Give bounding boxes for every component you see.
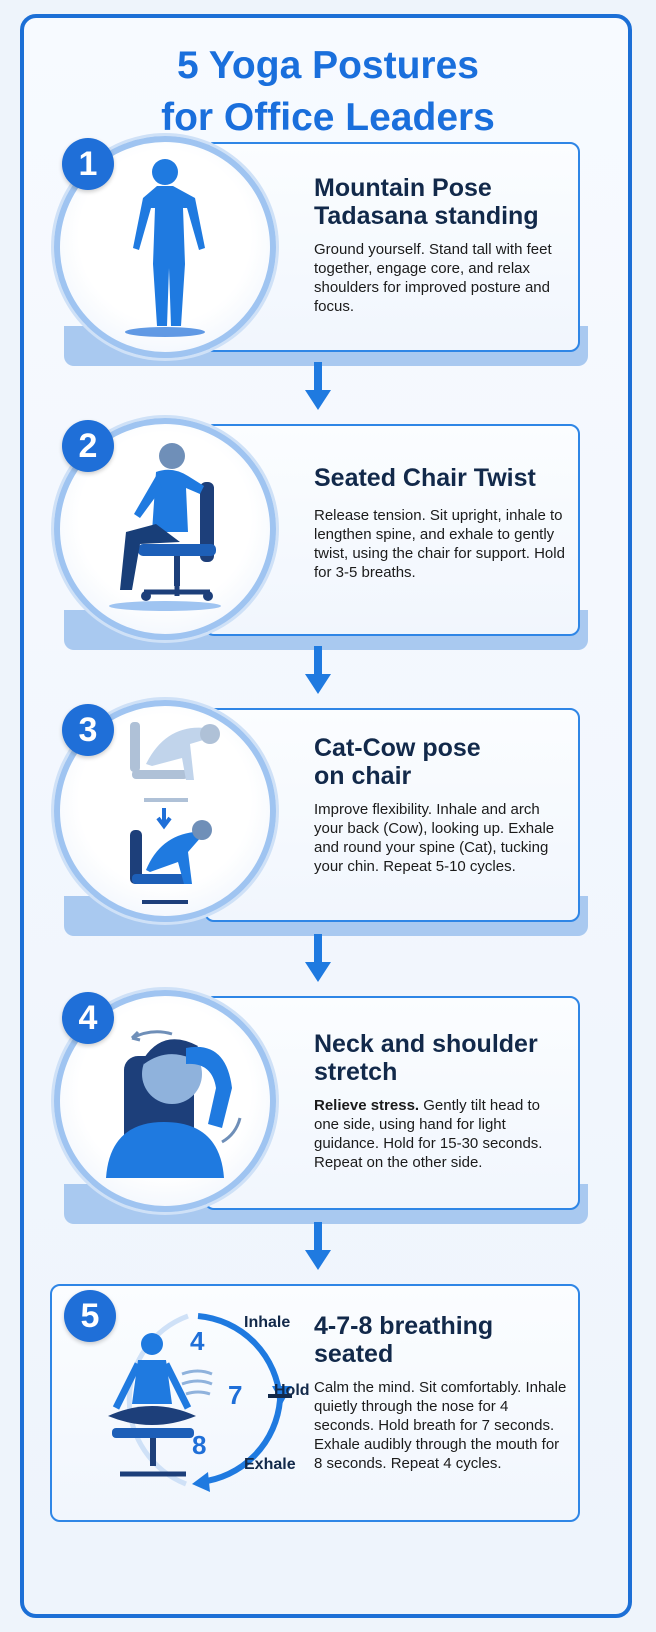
breath-count-8: 8 <box>192 1430 207 1460</box>
step-heading: Seated Chair Twist <box>314 464 566 492</box>
step-number-badge: 2 <box>62 420 114 472</box>
description-bold: Relieve stress. <box>314 1097 420 1114</box>
step-description: Improve flexibility. Inhale and arch you… <box>314 801 555 875</box>
down-arrow-icon <box>305 934 331 984</box>
neck-stretch-icon <box>106 1030 242 1178</box>
step-text: 4-7-8 breathing seated Calm the mind. Si… <box>314 1312 568 1473</box>
step-description: Release tension. Sit upright, inhale to … <box>314 507 565 581</box>
breath-label-inhale: Inhale <box>244 1314 291 1331</box>
step-number-badge: 5 <box>64 1290 116 1342</box>
heading-line-1: Seated Chair Twist <box>314 464 536 492</box>
breathing-icon <box>108 1313 292 1492</box>
title-line-1: 5 Yoga Postures <box>176 44 479 87</box>
step-text: Neck and shoulder stretch Relieve stress… <box>314 1030 566 1172</box>
chair-twist-icon <box>109 443 221 611</box>
step-card-3: 3 Cat-Cow pose on chair Improve flexibil… <box>54 700 588 936</box>
down-arrow-icon <box>305 362 331 412</box>
heading-line-1: Mountain Pose <box>314 174 492 202</box>
title-line-2: for Office Leaders <box>161 96 495 139</box>
breath-label-exhale: Exhale <box>244 1456 296 1473</box>
step-card-1: 1 Mountain Pose Tadasana standing Ground… <box>54 136 588 366</box>
step-number-badge: 1 <box>62 138 114 190</box>
step-description: Ground yourself. Stand tall with feet to… <box>314 241 552 315</box>
heading-line-1: Cat-Cow pose <box>314 734 481 762</box>
standing-figure-icon <box>125 159 205 337</box>
step-text: Mountain Pose Tadasana standing Ground y… <box>314 174 566 316</box>
step-card-5: 5 Inhale Hold Exhale 4 7 8 4-7-8 breathi… <box>50 1284 580 1522</box>
breath-count-7: 7 <box>228 1380 243 1410</box>
heading-line-2: seated <box>314 1340 394 1368</box>
step-number-badge: 3 <box>62 704 114 756</box>
heading-line-2: stretch <box>314 1058 398 1086</box>
step-illustration-circle <box>54 990 276 1212</box>
step-heading: Mountain Pose Tadasana standing <box>314 174 566 230</box>
breath-label-hold: Hold <box>274 1382 310 1399</box>
step-heading: 4-7-8 breathing seated <box>314 1312 568 1368</box>
down-arrow-icon <box>305 646 331 696</box>
step-description: Calm the mind. Sit comfortably. Inhale q… <box>314 1379 567 1472</box>
down-arrow-icon <box>305 1222 331 1272</box>
breath-count-4: 4 <box>190 1326 205 1356</box>
heading-line-2: on chair <box>314 762 412 790</box>
step-card-4: 4 Neck and shoulder stretch Relieve stre… <box>54 990 588 1224</box>
step-heading: Cat-Cow pose on chair <box>314 734 566 790</box>
step-text: Seated Chair Twist Release tension. Sit … <box>314 464 566 582</box>
step-description: Relieve stress. Gently tilt head to one … <box>314 1096 566 1172</box>
heading-line-1: 4-7-8 breathing <box>314 1312 494 1340</box>
cat-cow-icon <box>130 722 220 904</box>
heading-line-1: Neck and shoulder <box>314 1030 538 1058</box>
description-rest: Gently tilt head to one side, using hand… <box>314 1097 543 1171</box>
step-number-badge: 4 <box>62 992 114 1044</box>
step-text: Cat-Cow pose on chair Improve flexibilit… <box>314 734 566 876</box>
heading-line-2: Tadasana standing <box>314 202 539 230</box>
step-card-2: 2 Seated Chair Twist Release tension. Si… <box>54 418 588 650</box>
page-title: 5 Yoga Postures for Office Leaders <box>0 40 656 144</box>
step-heading: Neck and shoulder stretch <box>314 1030 566 1086</box>
